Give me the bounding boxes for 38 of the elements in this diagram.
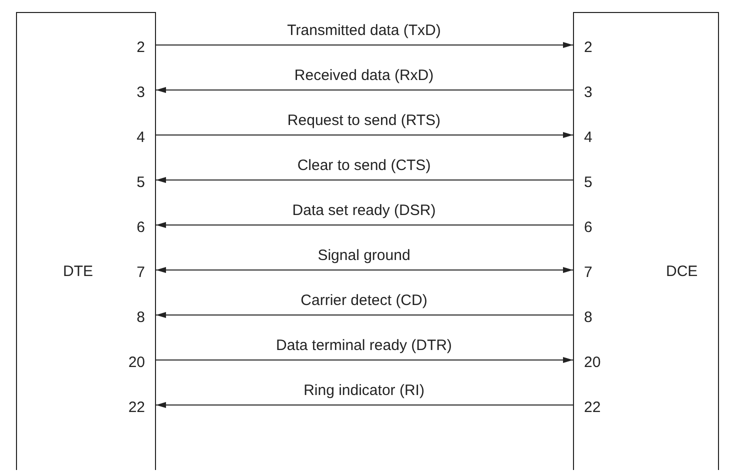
pin-number: 6 xyxy=(136,219,145,237)
pin-number: 2 xyxy=(136,39,145,57)
pin-number: 4 xyxy=(584,129,592,147)
pin-number: 7 xyxy=(584,264,592,282)
device-box xyxy=(573,12,719,470)
arrow xyxy=(156,87,574,93)
edge-label: Transmitted data (TxD) xyxy=(285,22,443,40)
pin-number: 5 xyxy=(136,174,145,192)
pin-number: 22 xyxy=(584,399,601,417)
edge-label: Signal ground xyxy=(316,247,412,265)
pin-number: 8 xyxy=(584,309,592,327)
pin-number: 3 xyxy=(136,84,145,102)
arrow xyxy=(156,402,574,408)
pin-number: 5 xyxy=(584,174,592,192)
pin-number: 22 xyxy=(128,399,145,417)
pin-number: 3 xyxy=(584,84,592,102)
pin-number: 6 xyxy=(584,219,592,237)
arrow xyxy=(156,42,574,48)
device-label: DTE xyxy=(63,263,93,280)
pin-number: 20 xyxy=(584,354,601,372)
arrow xyxy=(156,357,574,363)
edge-label: Carrier detect (CD) xyxy=(298,292,430,310)
pin-number: 8 xyxy=(136,309,145,327)
arrow xyxy=(156,267,574,273)
pin-number: 20 xyxy=(128,354,145,372)
edge-label: Data terminal ready (DTR) xyxy=(274,337,454,355)
device-label: DCE xyxy=(666,263,698,280)
arrow xyxy=(156,312,574,318)
arrow xyxy=(156,222,574,228)
pin-number: 4 xyxy=(136,129,145,147)
pin-number: 2 xyxy=(584,39,592,57)
arrow xyxy=(156,132,574,138)
device-box xyxy=(16,12,156,470)
arrow xyxy=(156,177,574,183)
edge-label: Data set ready (DSR) xyxy=(290,202,438,220)
edge-label: Clear to send (CTS) xyxy=(295,157,433,175)
edge-label: Ring indicator (RI) xyxy=(302,382,426,400)
pin-number: 7 xyxy=(136,264,145,282)
